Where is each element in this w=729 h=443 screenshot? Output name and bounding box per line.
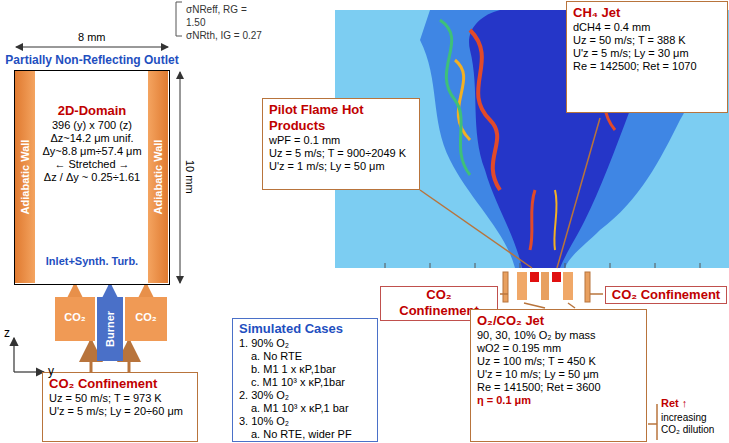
node-text: wPF = 0.1 mm: [269, 134, 413, 147]
node-text: Uz = 100 m/s; T = 450 K: [477, 355, 640, 368]
node-text: Inlet+Synth. Turb.: [15, 255, 169, 268]
node-text: Uz = 5 m/s; T = 900÷2049 K: [269, 147, 413, 160]
node-heading: CH₄ Jet: [573, 5, 721, 21]
node-heading: CO₂ Confinement: [49, 376, 191, 392]
node-heading: Adiabatic Wall: [19, 140, 32, 215]
burner-slots: [503, 272, 590, 302]
annotation-label: 8 mm: [78, 31, 106, 43]
axis-arrow: [14, 371, 44, 372]
node-text: a. No RTE: [239, 350, 371, 363]
node-text: a. M1 10³ x κP,1 bar: [239, 402, 371, 415]
node-heading: Adiabatic Wall: [152, 140, 165, 215]
diagram-node: CO₂: [125, 297, 167, 341]
node-text: a. No RTE, wider PF: [239, 428, 371, 441]
node-text: 1. 90% O₂: [239, 337, 371, 350]
dimension-line: [16, 47, 168, 48]
diagram-node: Simulated Cases1. 90% O₂a. No RTEb. M1 1…: [232, 318, 378, 442]
node-heading: CO₂: [55, 311, 95, 324]
diagram-node: CO₂: [55, 297, 95, 341]
annotation-label: increasing CO₂ dilution: [661, 412, 728, 436]
flow-arrow: [128, 341, 131, 372]
diagram-node: Adiabatic Wall: [15, 71, 35, 283]
node-heading: Simulated Cases: [239, 321, 371, 337]
flame-wisp: [530, 190, 535, 250]
diagram-node: CH₄ JetdCH4 = 0.4 mmUz = 50 m/s; T = 388…: [566, 1, 728, 113]
node-heading: Pilot Flame Hot Products: [269, 102, 413, 134]
node-text: 3. 10% O₂: [239, 415, 371, 428]
axis-ticks: [385, 263, 700, 268]
node-text: U'z = 5 m/s; Ly = 30 μm: [573, 47, 721, 60]
node-heading: CO₂: [125, 311, 167, 324]
diagram-node: Burner: [97, 297, 123, 361]
diagram-node: σNReff, RG = 1.50σNRth, IG = 0.27: [184, 2, 264, 45]
annotation-label: Ret ↑: [661, 397, 687, 409]
diagram-node: Partially Non-Reflecting Outlet2D-Domain…: [14, 70, 170, 285]
node-heading: Partially Non-Reflecting Outlet: [5, 54, 178, 67]
node-text: σNRth, IG = 0.27: [186, 29, 262, 42]
flame-wisp: [470, 30, 500, 190]
node-heading: CO₂ Confinement: [610, 287, 722, 303]
node-text: Re = 142500; Ret = 1070: [573, 60, 721, 73]
diagram-node: Adiabatic Wall: [148, 71, 168, 283]
dimension-line: [180, 72, 181, 283]
flow-arrow: [145, 285, 148, 297]
flow-arrow: [90, 341, 93, 372]
diagram-node: CO₂ ConfinementUz = 50 m/s; T = 973 KU'z…: [42, 372, 198, 442]
axis-arrow: [13, 338, 14, 372]
node-text: 396 (y) x 700 (z): [37, 119, 147, 132]
node-text: c. M1 10³ x κP,1bar: [239, 376, 371, 389]
node-heading: Burner: [104, 311, 117, 347]
annotation-label: 10 mm: [184, 160, 196, 194]
node-text: 2. 30% O₂: [239, 389, 371, 402]
flow-arrow: [74, 285, 77, 297]
node-text: Δz~14.2 μm unif.: [37, 132, 147, 145]
bracket: [176, 2, 182, 36]
node-heading: O₂/CO₂ Jet: [477, 313, 640, 329]
node-text: η = 0.1 μm: [477, 394, 640, 407]
node-text: 2D-Domain: [37, 103, 147, 119]
node-text: Uz = 50 m/s; T = 388 K: [573, 34, 721, 47]
node-text: Re = 141500; Ret = 3600: [477, 381, 640, 394]
flow-arrow: [109, 285, 112, 297]
node-text: Δz / Δy ~ 0.25÷1.61: [37, 171, 147, 184]
node-text: Δy~8.8 μm÷57.4 μm: [37, 145, 147, 158]
annotation-label: z: [4, 326, 10, 340]
node-text: Uz = 50 m/s; T = 973 K: [49, 392, 191, 405]
node-text: U'z = 10 m/s; Ly = 50 μm: [477, 368, 640, 381]
annotation-label: y: [48, 364, 54, 378]
diagram-node: Pilot Flame Hot ProductswPF = 0.1 mmUz =…: [262, 98, 420, 190]
node-text: 90, 30, 10% O₂ by mass: [477, 329, 640, 342]
node-text: b. M1 1 x κP,1bar: [239, 363, 371, 376]
node-text: U'z = 1 m/s; Ly = 50 μm: [269, 160, 413, 173]
node-heading: σNReff, RG = 1.50: [186, 3, 262, 29]
node-text: U'z = 5 m/s; Ly = 20÷60 μm: [49, 405, 191, 418]
diagram-node: CO₂ Confinement: [605, 286, 727, 304]
flame-wisp: [455, 60, 470, 140]
flame-wisp: [440, 20, 470, 175]
node-text: wO2 = 0.195 mm: [477, 342, 640, 355]
diagram-node: O₂/CO₂ Jet90, 30, 10% O₂ by masswO2 = 0.…: [470, 309, 647, 442]
node-text: dCH4 = 0.4 mm: [573, 21, 721, 34]
node-text: ← Stretched →: [37, 158, 147, 171]
flame-wisp: [554, 190, 556, 250]
